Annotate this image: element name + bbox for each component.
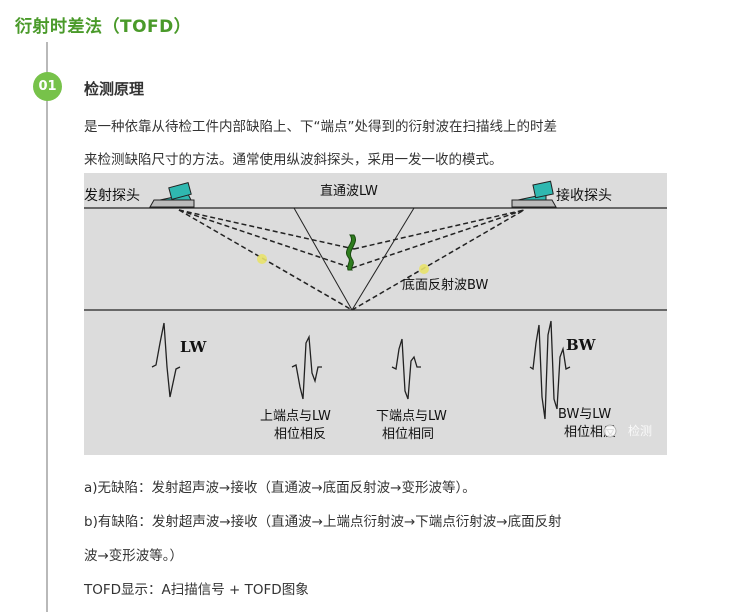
defect-crack: [346, 234, 356, 271]
upper-tip-note-line-1: 上端点与LW: [260, 409, 331, 424]
bw-note-line-1: BW与LW: [558, 407, 611, 422]
note-b-line-2: 波→变形波等。）: [84, 548, 184, 564]
note-a: a)无缺陷：发射超声波→接收（直通波→底面反射波→变形波等）。: [84, 480, 476, 496]
tip-marker-right: [419, 264, 429, 274]
tip-marker-left: [257, 254, 267, 264]
intro-text-line-2: 来检测缺陷尺寸的方法。通常使用纵波斜探头，采用一发一收的模式。: [84, 152, 503, 168]
receiver-label: 接收探头: [556, 187, 612, 204]
lower-tip-note-line-1: 下端点与LW: [376, 409, 447, 424]
section-title: 检测原理: [84, 80, 145, 98]
signal-lw-label: LW: [180, 338, 208, 356]
lower-tip-note-line-2: 相位相同: [382, 427, 434, 442]
tofd-principle-figure: 发射探头 接收探头 直通波LW 底面反射波BW LW BW 上端点与LW 相位相…: [84, 173, 667, 455]
waveform-lower-tip: [391, 338, 421, 400]
tofd-display-note: TOFD显示：A扫描信号 + TOFD图象: [84, 582, 309, 598]
bw-note-line-2: 相位相反: [564, 425, 616, 440]
watermark-text: 检测: [628, 423, 652, 438]
figure-background: [84, 173, 667, 455]
lateral-wave-label: 直通波LW: [320, 184, 378, 199]
receiver-probe-icon: [511, 180, 557, 208]
watermark-logo-icon: [603, 424, 617, 438]
page-title: 衍射时差法（TOFD）: [15, 17, 192, 37]
signal-bw-label: BW: [566, 336, 597, 354]
note-b-line-1: b)有缺陷：发射超声波→接收（直通波→上端点衍射波→下端点衍射波→底面反射: [84, 514, 562, 530]
a-scan-waveforms: [151, 320, 571, 420]
upper-tip-note-line-2: 相位相反: [274, 427, 326, 442]
waveform-upper-tip: [291, 334, 322, 400]
beam-edges: [293, 207, 415, 311]
timeline-line: [46, 42, 48, 612]
backwall-label: 底面反射波BW: [402, 277, 488, 293]
watermark: 检测: [603, 423, 652, 438]
transmitter-probe-icon: [149, 182, 195, 208]
transmitter-label: 发射探头: [84, 188, 140, 204]
waveform-lateral-wave: [151, 322, 181, 398]
waveform-backwall: [529, 320, 571, 420]
intro-text-line-1: 是一种依靠从待检工件内部缺陷上、下“端点”处得到的衍射波在扫描线上的时差: [84, 119, 557, 135]
section-number-badge: 01: [33, 72, 62, 101]
